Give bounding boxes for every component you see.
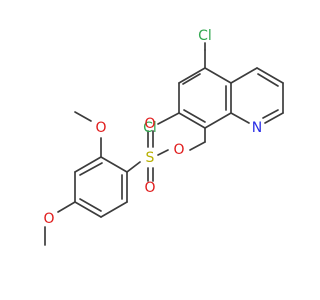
bond xyxy=(182,73,201,85)
bond xyxy=(74,111,92,122)
bond xyxy=(157,112,180,125)
atom-s-center: S xyxy=(146,150,155,166)
atom-labels: Cl Cl N O S O O O O xyxy=(43,28,262,227)
bond xyxy=(126,161,141,173)
atom-o-ester: O xyxy=(173,142,184,158)
atom-o-methoxy-4: O xyxy=(43,211,54,227)
atom-n-ring: N xyxy=(252,120,262,136)
bond xyxy=(74,201,102,218)
bond xyxy=(262,109,279,119)
atom-o-sulfonyl-top: O xyxy=(144,116,155,132)
bond xyxy=(189,141,206,151)
bond xyxy=(100,156,128,173)
bond xyxy=(183,109,206,123)
bond xyxy=(57,201,76,213)
bond xyxy=(257,73,279,87)
bonds xyxy=(44,42,284,246)
atom-cl-left: Cl xyxy=(143,120,157,136)
bond xyxy=(100,201,128,218)
bond xyxy=(74,156,102,173)
bond xyxy=(79,198,102,212)
bond xyxy=(230,112,250,124)
molecule-diagram: Cl Cl N O S O O O O xyxy=(43,28,284,246)
bond xyxy=(256,67,284,84)
atom-o-sulfonyl-bottom: O xyxy=(144,180,155,196)
bond xyxy=(264,112,284,124)
bond xyxy=(204,112,232,129)
bond xyxy=(204,67,232,84)
atom-cl-top: Cl xyxy=(198,28,212,44)
bond xyxy=(178,112,206,129)
bond xyxy=(230,67,258,84)
atom-o-methoxy-2: O xyxy=(95,120,106,136)
bond xyxy=(178,67,206,84)
bond xyxy=(79,162,103,176)
bond xyxy=(157,149,169,156)
